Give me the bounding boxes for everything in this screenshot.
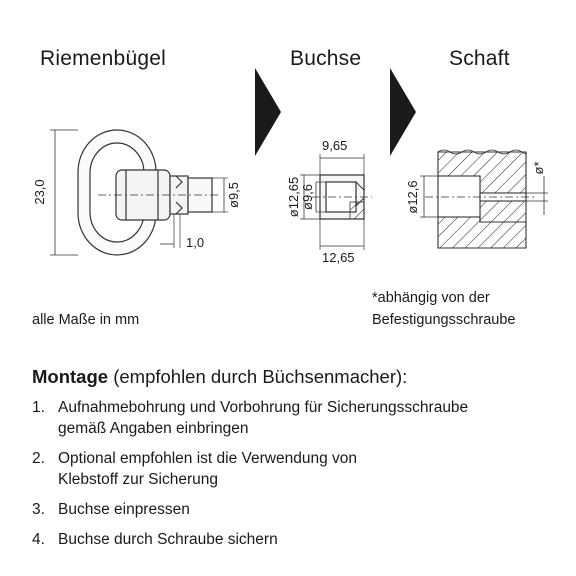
- dim-buchse-top: 9,65: [322, 138, 347, 153]
- montage-step: 2. Optional empfohlen ist die Verwendung…: [32, 448, 552, 490]
- dim-riemen-height: 23,0: [32, 179, 47, 204]
- step-text: Aufnahmebohrung und Vorbohrung für Siche…: [58, 399, 469, 437]
- dim-buchse-inner: ø9,6: [300, 184, 315, 210]
- step-text: Buchse durch Schraube sichern: [58, 531, 278, 548]
- technical-drawing: 23,0 ø9,5 1,0 9,65 ø12,65 ø9,6 12,65: [32, 68, 548, 265]
- step-number: 4.: [32, 531, 45, 548]
- schaft-drawing: [420, 149, 548, 249]
- heading-schaft: Schaft: [449, 47, 510, 70]
- arrow-right-icon-2: [390, 68, 416, 156]
- step-number: 2.: [32, 450, 45, 467]
- buchse-drawing: [300, 154, 372, 250]
- dim-riemen-gap: 1,0: [186, 235, 204, 250]
- dim-buchse-bottom: 12,65: [322, 250, 355, 265]
- step-number: 3.: [32, 501, 45, 518]
- star-note-line1: *abhängig von der: [372, 290, 490, 306]
- units-note: alle Maße in mm: [32, 312, 140, 328]
- montage-title: Montage: [32, 366, 109, 387]
- montage-subtitle: (empfohlen durch Büchsenmacher):: [108, 366, 408, 387]
- dim-schaft-diameter: ø12,6: [405, 180, 420, 213]
- montage-step: 3. Buchse einpressen: [32, 499, 552, 520]
- step-text: Optional empfohlen ist die Verwendung vo…: [58, 450, 358, 488]
- dim-riemen-diameter: ø9,5: [226, 182, 241, 208]
- montage-steps: 1. Aufnahmebohrung und Vorbohrung für Si…: [32, 397, 552, 559]
- heading-riemenbuegel: Riemenbügel: [40, 47, 166, 70]
- montage-heading: Montage (empfohlen durch Büchsenmacher):: [32, 366, 407, 388]
- star-note-line2: Befestigungsschraube: [372, 312, 516, 328]
- montage-step: 1. Aufnahmebohrung und Vorbohrung für Si…: [32, 397, 552, 439]
- heading-buchse: Buchse: [290, 47, 362, 70]
- montage-step: 4. Buchse durch Schraube sichern: [32, 529, 552, 550]
- step-text: Buchse einpressen: [58, 501, 190, 518]
- dim-schaft-star: ø*: [531, 162, 546, 175]
- riemenbuegel-drawing: [50, 129, 228, 256]
- dim-buchse-outer: ø12,65: [286, 177, 301, 217]
- step-number: 1.: [32, 399, 45, 416]
- arrow-right-icon-1: [255, 68, 281, 156]
